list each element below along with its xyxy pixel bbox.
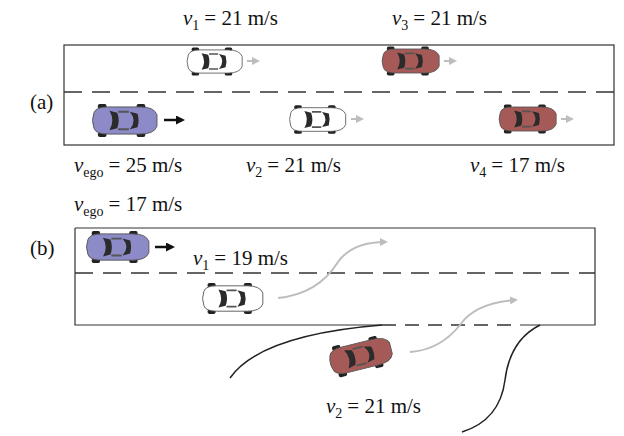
speed-label: v2 = 21 m/s: [326, 396, 421, 421]
speed-label: vego = 17 m/s: [74, 194, 182, 219]
speed-subscript: 1: [202, 258, 209, 273]
speed-label: v1 = 19 m/s: [193, 248, 288, 273]
speed-subscript: 3: [401, 18, 408, 33]
speed-symbol: v: [183, 6, 192, 30]
speed-value: = 19 m/s: [214, 246, 288, 270]
speed-symbol: v: [470, 153, 479, 177]
speed-subscript: 2: [335, 406, 342, 421]
speed-label: vego = 25 m/s: [74, 155, 182, 180]
speed-label: v2 = 21 m/s: [246, 155, 341, 180]
speed-value: = 21 m/s: [204, 6, 278, 30]
speed-value: = 17 m/s: [109, 192, 183, 216]
speed-value: = 21 m/s: [347, 394, 421, 418]
speed-value: = 21 m/s: [267, 153, 341, 177]
speed-value: = 21 m/s: [413, 6, 487, 30]
speed-symbol: v: [392, 6, 401, 30]
speed-label: v3 = 21 m/s: [392, 8, 487, 33]
speed-subscript: 2: [255, 165, 262, 180]
speed-label: v4 = 17 m/s: [470, 155, 565, 180]
speed-subscript: ego: [83, 204, 103, 219]
panel-tag-text: (b): [30, 236, 55, 260]
speed-symbol: v: [193, 246, 202, 270]
speed-symbol: v: [74, 192, 83, 216]
speed-value: = 25 m/s: [109, 153, 183, 177]
speed-symbol: v: [246, 153, 255, 177]
speed-value: = 17 m/s: [491, 153, 565, 177]
speed-label: v1 = 21 m/s: [183, 8, 278, 33]
speed-subscript: 1: [192, 18, 199, 33]
panel-tag-text: (a): [30, 90, 53, 114]
speed-symbol: v: [74, 153, 83, 177]
panel-tag: (a): [30, 92, 53, 113]
speed-symbol: v: [326, 394, 335, 418]
speed-subscript: ego: [83, 165, 103, 180]
speed-subscript: 4: [479, 165, 486, 180]
panel-tag: (b): [30, 238, 55, 259]
